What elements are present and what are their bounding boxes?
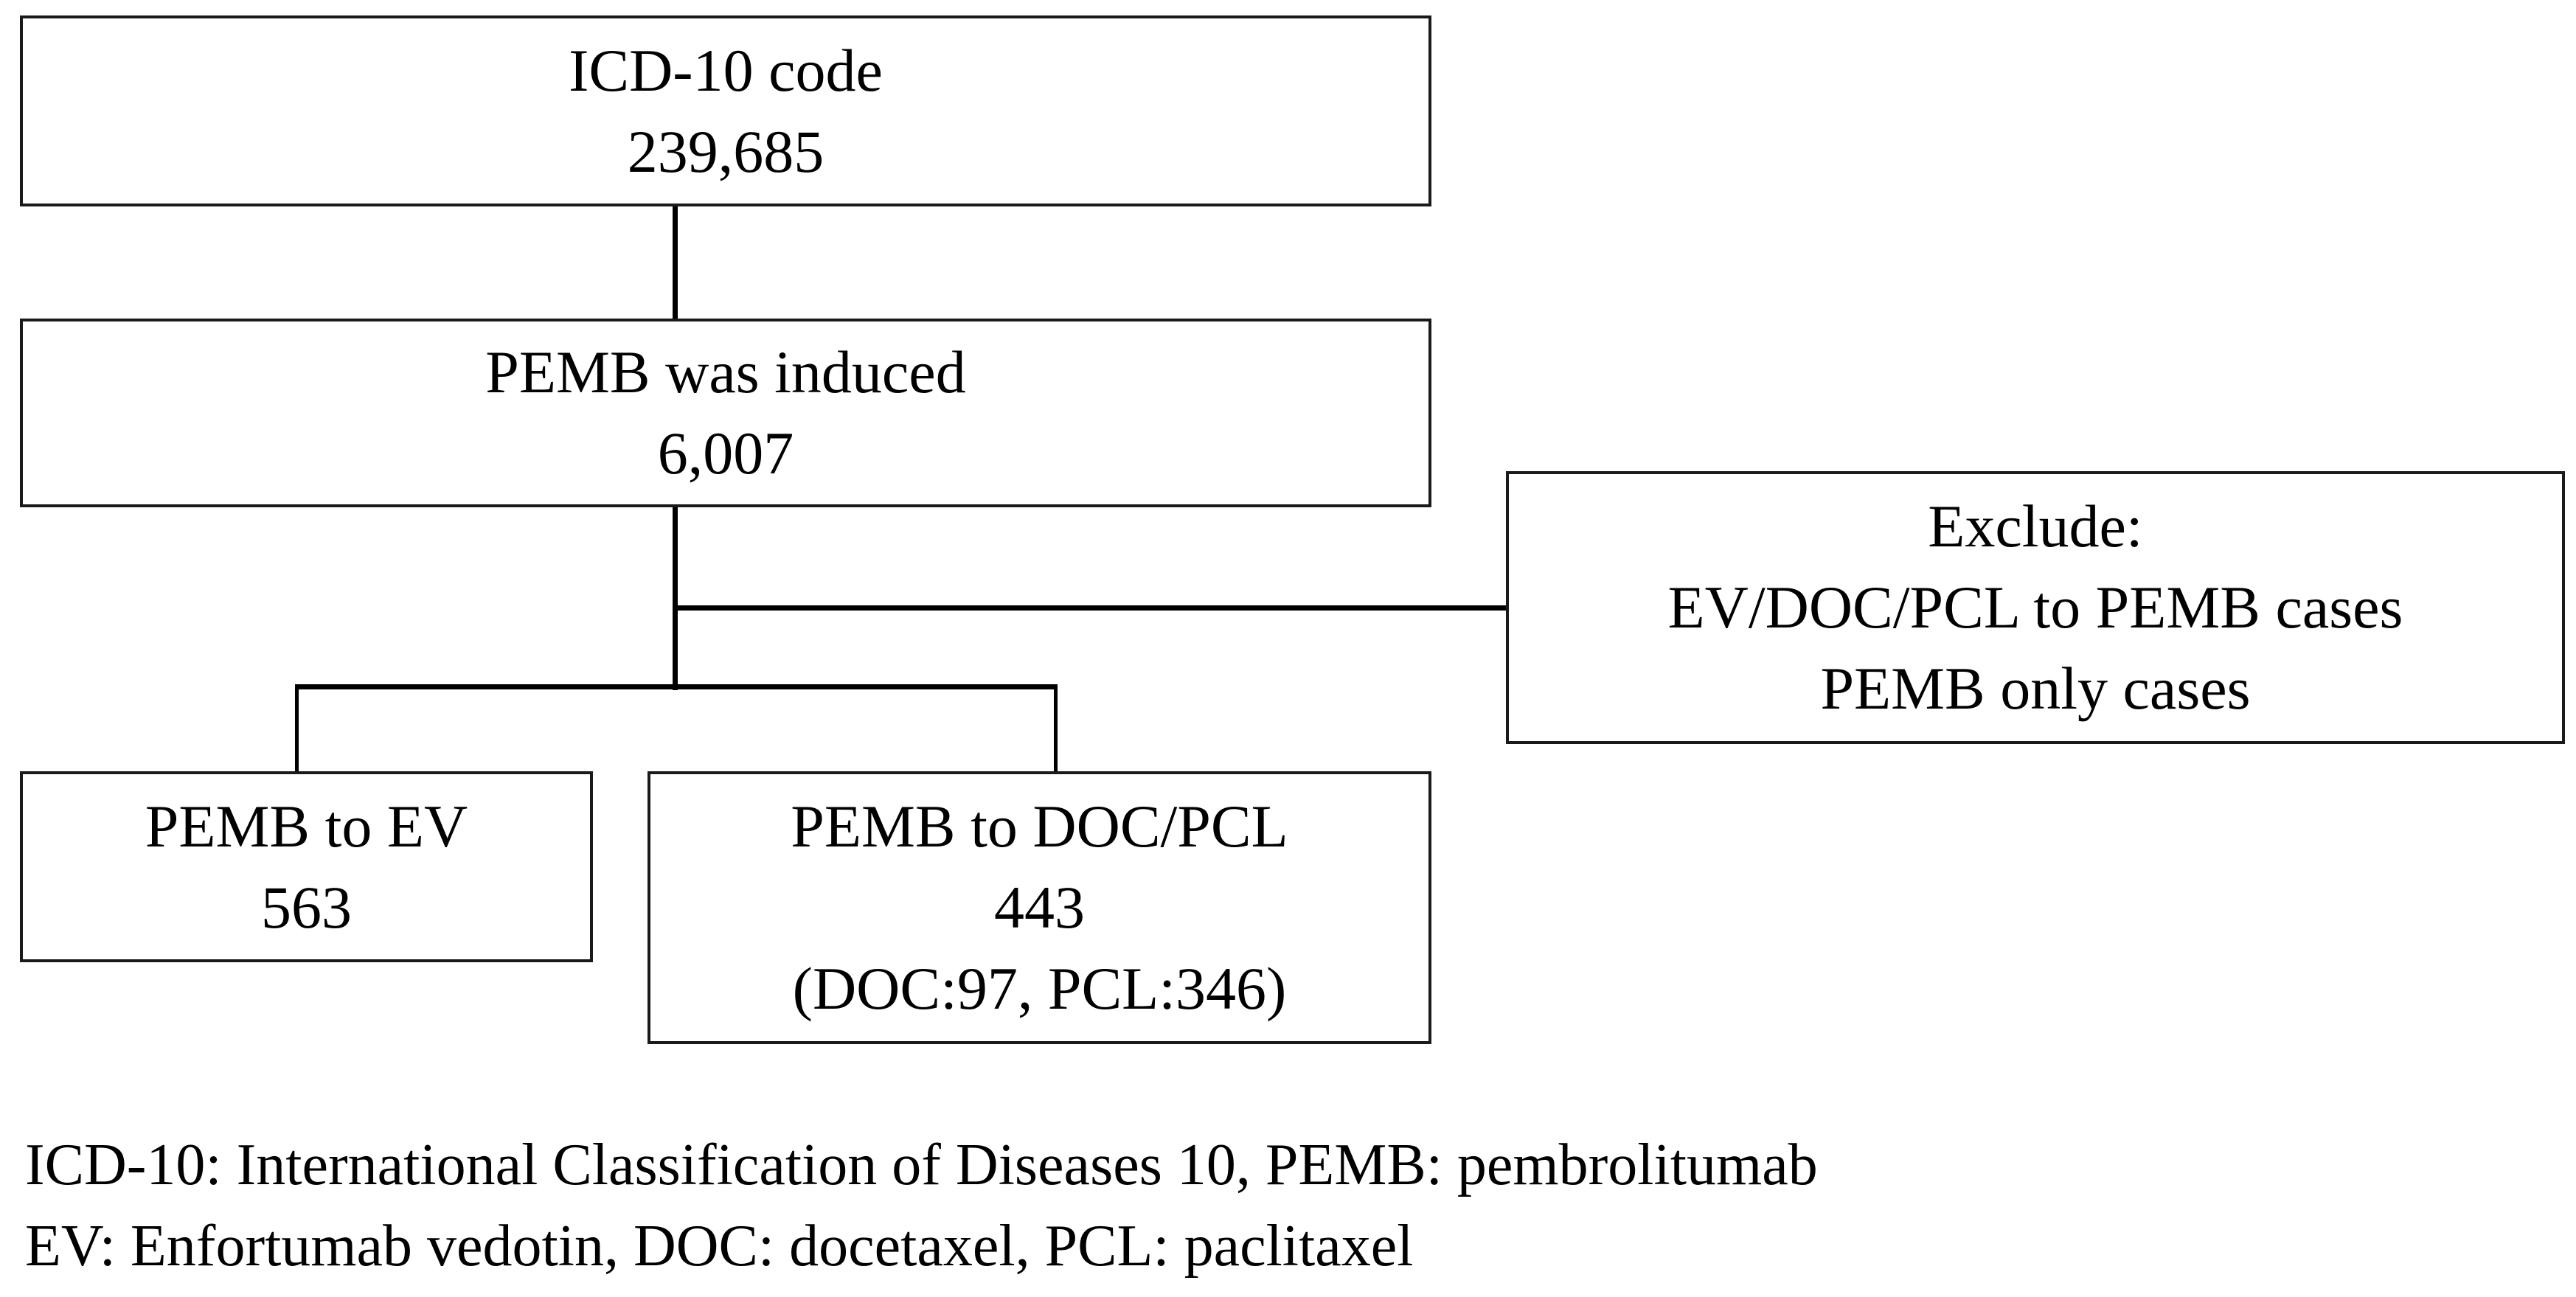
node-pemb-to-ev: PEMB to EV 563 xyxy=(20,771,593,962)
node-ev-label: PEMB to EV xyxy=(145,792,468,860)
node-icd10-label: ICD-10 code xyxy=(569,36,883,104)
connector-to-exclude xyxy=(673,605,1506,611)
node-icd10-code: ICD-10 code 239,685 xyxy=(20,15,1431,206)
node-docpcl-label: PEMB to DOC/PCL xyxy=(791,793,1288,860)
connector-to-ev xyxy=(295,684,299,771)
connector-split-horizontal xyxy=(295,684,1058,689)
node-exclude: Exclude: EV/DOC/PCL to PEMB cases PEMB o… xyxy=(1506,471,2565,744)
footnote-line-2: EV: Enfortumab vedotin, DOC: docetaxel, … xyxy=(25,1214,1414,1279)
node-pemb-count: 6,007 xyxy=(657,420,794,487)
node-docpcl-count: 443 xyxy=(994,874,1085,941)
node-pemb-induced: PEMB was induced 6,007 xyxy=(20,319,1431,507)
footnote-line-1: ICD-10: International Classification of … xyxy=(25,1133,1818,1197)
node-exclude-item-1: EV/DOC/PCL to PEMB cases xyxy=(1667,574,2403,641)
connector-pemb-trunk xyxy=(673,506,678,690)
node-exclude-label: Exclude: xyxy=(1928,493,2143,560)
node-pemb-to-docpcl: PEMB to DOC/PCL 443 (DOC:97, PCL:346) xyxy=(648,771,1431,1044)
node-ev-count: 563 xyxy=(261,873,352,941)
node-icd10-count: 239,685 xyxy=(627,117,824,185)
node-exclude-item-2: PEMB only cases xyxy=(1820,655,2251,722)
node-docpcl-breakdown: (DOC:97, PCL:346) xyxy=(792,955,1287,1022)
node-pemb-label: PEMB was induced xyxy=(485,338,966,406)
connector-to-docpcl xyxy=(1054,684,1058,771)
connector-icd-to-pemb xyxy=(673,206,678,319)
